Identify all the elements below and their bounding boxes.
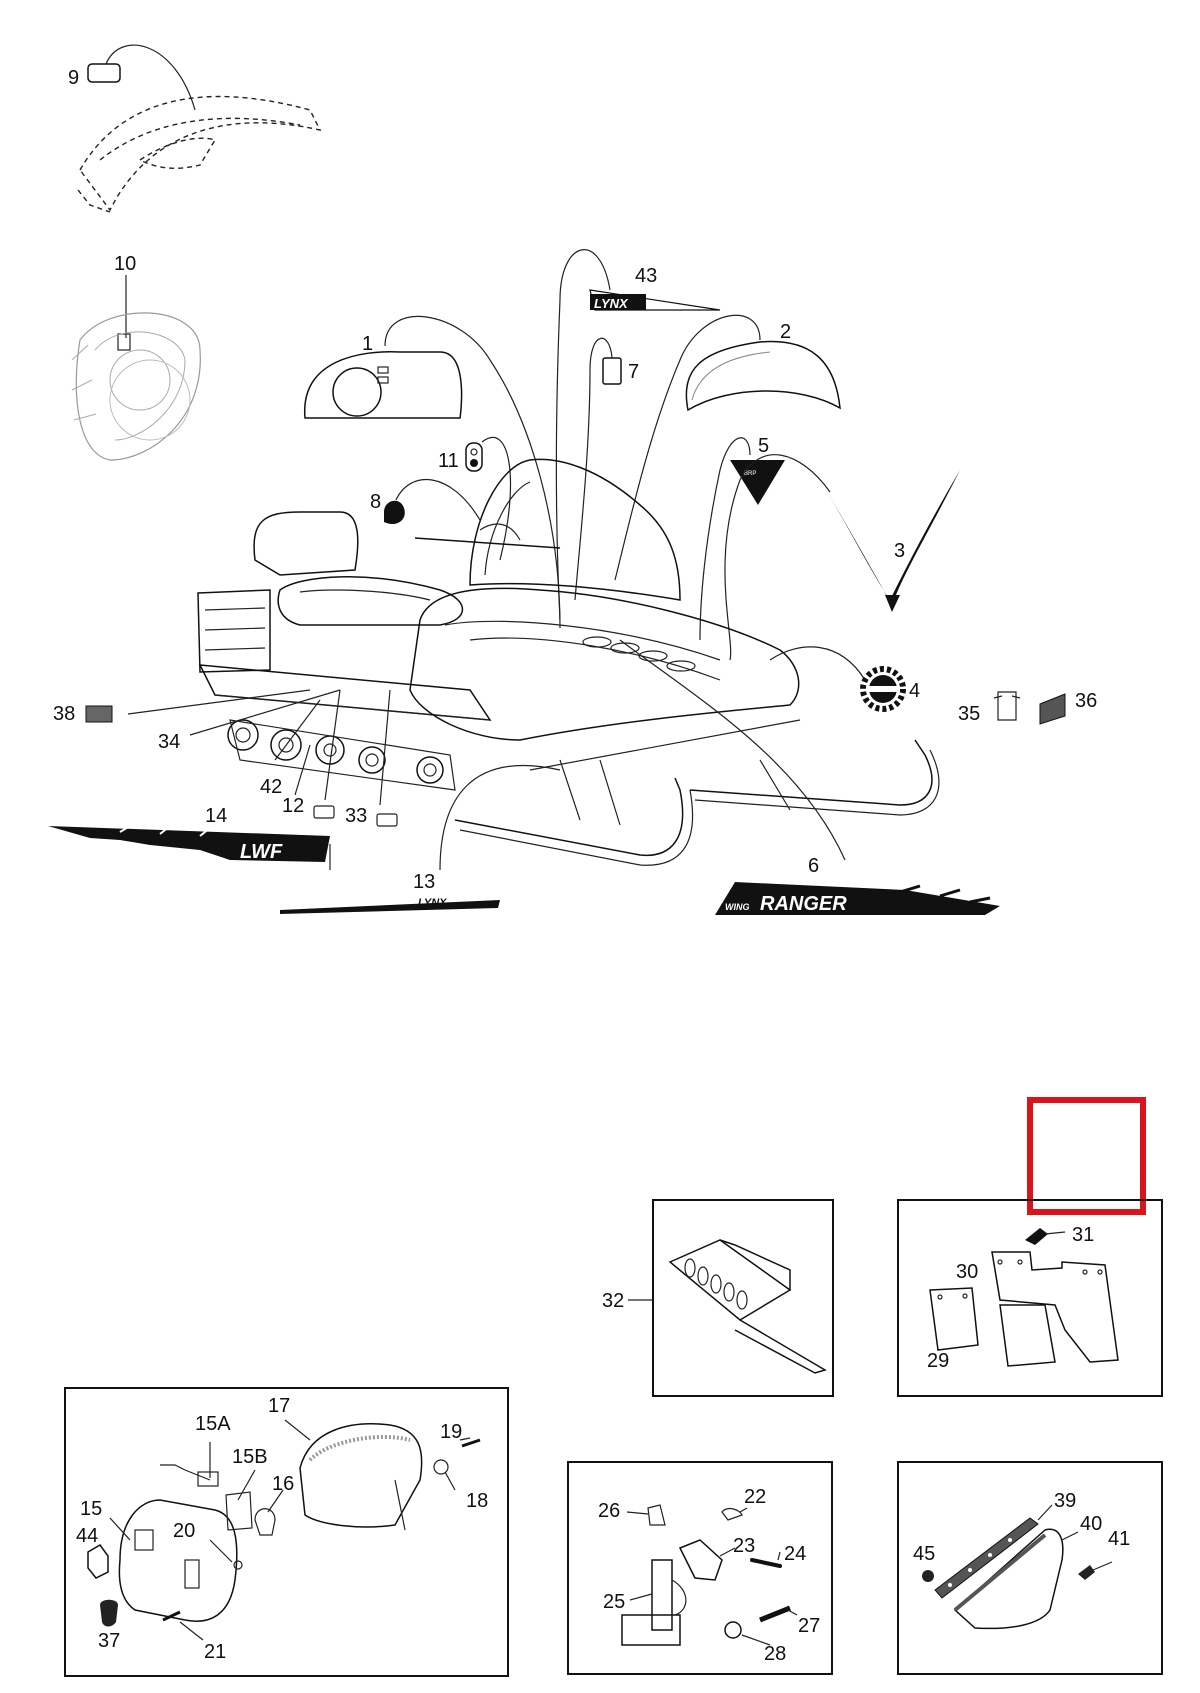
label-11 (465, 436, 512, 561)
dashboard-decal-1 (304, 315, 561, 629)
part-29-flap (929, 1287, 979, 1351)
bracket-35 (993, 691, 1021, 721)
callout-27: 27 (798, 1615, 820, 1637)
box-taillight-parts (64, 1387, 509, 1677)
callout-15a: 15A (195, 1413, 231, 1435)
v-decal-3 (724, 454, 960, 661)
taillight-assembly (87, 1419, 481, 1641)
windshield-decal-2 (614, 314, 841, 581)
callout-2: 2 (780, 321, 791, 343)
lynx-decal-13: LYNX (280, 897, 500, 914)
callout-20: 20 (173, 1520, 195, 1542)
label-8 (384, 478, 481, 525)
callout-11: 11 (438, 450, 459, 472)
callout-15: 15 (80, 1498, 102, 1520)
callout-1: 1 (362, 333, 373, 355)
callout-34: 34 (158, 731, 180, 753)
reflector-36 (1039, 693, 1066, 725)
part-31-rivet (1025, 1228, 1066, 1245)
box-hitch-parts (567, 1461, 833, 1675)
callout-42: 42 (260, 776, 282, 798)
callout-32: 32 (602, 1290, 624, 1312)
callout-17: 17 (268, 1395, 290, 1417)
callout-43: 43 (635, 265, 657, 287)
callout-8: 8 (370, 491, 381, 513)
hood-decal-9 (77, 44, 322, 213)
callout-16: 16 (272, 1473, 294, 1495)
callout-24: 24 (784, 1543, 806, 1565)
callout-14: 14 (205, 805, 227, 827)
callout-36: 36 (1075, 690, 1097, 712)
callout-7: 7 (628, 361, 639, 383)
callout-18: 18 (466, 1490, 488, 1512)
part-32-guard (668, 1239, 827, 1374)
callout-38: 38 (53, 703, 75, 725)
gear-decal-4 (860, 666, 906, 712)
callout-29: 29 (927, 1350, 949, 1372)
lynx-bottom-text: LYNX (418, 897, 447, 909)
reflector-38 (85, 705, 113, 723)
callout-12: 12 (282, 795, 304, 817)
lwf-text: LWF (240, 841, 283, 863)
callout-37: 37 (98, 1630, 120, 1652)
label-7 (574, 337, 622, 601)
hitch-assembly (621, 1504, 798, 1646)
callout-21: 21 (204, 1641, 226, 1663)
belt-guard-10 (71, 275, 201, 461)
box-parts-29-31 (897, 1199, 1163, 1397)
callout-26: 26 (598, 1500, 620, 1522)
box-part-32 (652, 1199, 834, 1397)
triangle-decal-5: BRP (699, 437, 785, 641)
callout-15b: 15B (232, 1446, 268, 1468)
callout-5: 5 (758, 435, 769, 457)
callout-33: 33 (345, 805, 367, 827)
callout-39: 39 (1054, 1490, 1076, 1512)
part-30-flap (991, 1251, 1119, 1367)
label-12 (313, 805, 335, 819)
wing-text: WING (725, 902, 750, 912)
lynx-decal-43: LYNX (555, 249, 721, 621)
callout-19: 19 (440, 1421, 462, 1443)
callout-45: 45 (913, 1543, 935, 1565)
callout-25: 25 (603, 1591, 625, 1613)
callout-28: 28 (764, 1643, 786, 1665)
label-33 (376, 813, 398, 827)
callout-23: 23 (733, 1535, 755, 1557)
callout-35: 35 (958, 703, 980, 725)
lynx-top-text: LYNX (594, 296, 629, 311)
callout-9: 9 (68, 67, 79, 89)
callout-44: 44 (76, 1525, 98, 1547)
ranger-text: RANGER (760, 893, 847, 915)
snowmobile-illustration (127, 458, 940, 871)
highlight-box (1027, 1097, 1146, 1215)
box-parts-39-45 (897, 1461, 1163, 1675)
callout-4: 4 (909, 680, 920, 702)
callout-3: 3 (894, 540, 905, 562)
flap-assembly (922, 1504, 1113, 1630)
callout-6: 6 (808, 855, 819, 877)
ranger-decal-6: WING RANGER (715, 882, 1000, 915)
callout-30: 30 (956, 1261, 978, 1283)
lwf-decal-14: LWF (48, 825, 331, 870)
callout-41: 41 (1108, 1528, 1130, 1550)
callout-22: 22 (744, 1486, 766, 1508)
callout-13: 13 (413, 871, 435, 893)
callout-40: 40 (1080, 1513, 1102, 1535)
svg-text:BRP: BRP (744, 471, 756, 477)
callout-10: 10 (114, 253, 136, 275)
callout-31: 31 (1072, 1224, 1094, 1246)
